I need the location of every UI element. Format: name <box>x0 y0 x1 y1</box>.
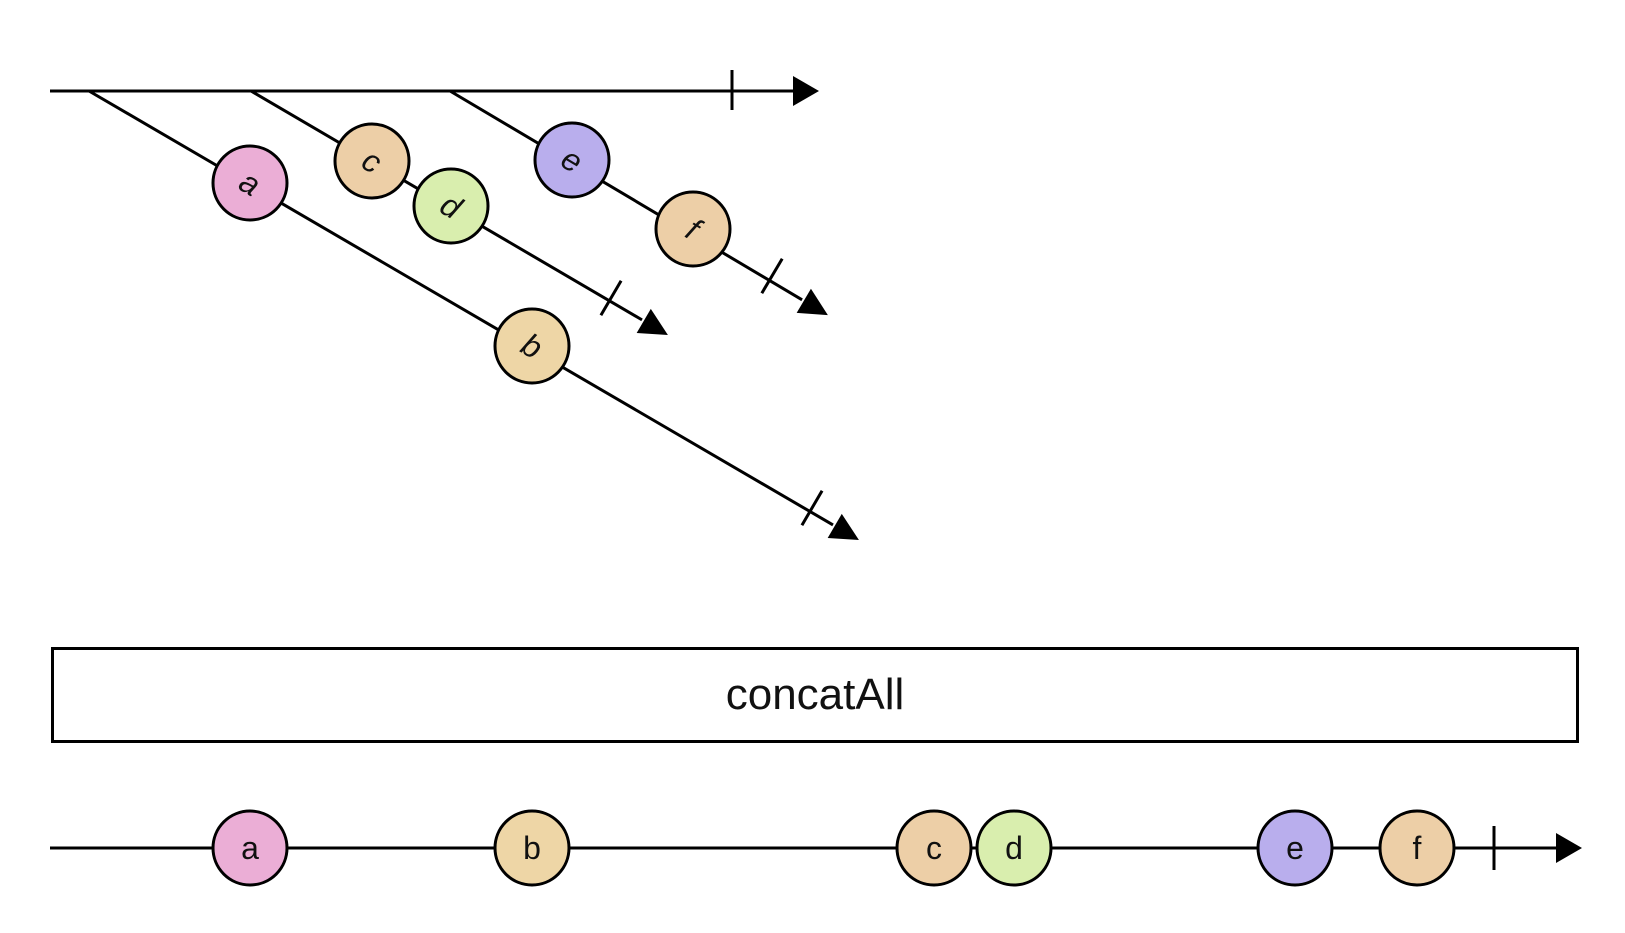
marble-c-circle <box>895 809 973 887</box>
inner-observable-1-complete-tick <box>800 489 824 527</box>
marble-f-label: f <box>1413 830 1422 866</box>
marble-e-output: e <box>1256 809 1334 887</box>
marble-f-output: f <box>1378 809 1456 887</box>
marble-c-label: c <box>926 830 942 866</box>
marble-a-label: a <box>241 830 259 866</box>
marble-c-inner: c <box>333 122 411 200</box>
marble-b-inner: b <box>493 307 571 385</box>
marble-d-circle <box>412 167 490 245</box>
output-arrowhead <box>1556 833 1582 863</box>
inner-observable-3-arrowhead <box>796 288 828 316</box>
inner-observable-3-line <box>449 89 803 302</box>
marble-a-circle <box>211 809 289 887</box>
marble-e-inner: e <box>533 121 611 199</box>
marble-e-circle <box>533 121 611 199</box>
operator-label: concatAll <box>725 670 905 719</box>
marble-c-circle <box>333 122 411 200</box>
marble-b-circle <box>493 809 571 887</box>
marble-a-circle <box>211 144 289 222</box>
inner-observable-1-arrowhead <box>827 513 859 541</box>
marble-a-inner: a <box>211 144 289 222</box>
marble-c-output: c <box>895 809 973 887</box>
operator-box: concatAll <box>51 647 1579 743</box>
inner-observable-2-complete-tick <box>599 279 623 317</box>
inner-observable-2-arrowhead <box>636 308 668 336</box>
marble-f-inner: f <box>654 190 732 268</box>
marble-e-label: e <box>1286 830 1304 866</box>
source-arrowhead <box>793 76 819 106</box>
marble-e-circle <box>1256 809 1334 887</box>
marble-b-output: b <box>493 809 571 887</box>
marble-d-inner: d <box>412 167 490 245</box>
marble-b-label: b <box>523 830 541 866</box>
marble-a-output: a <box>211 809 289 887</box>
marble-d-label: d <box>1005 830 1023 866</box>
marble-f-circle <box>654 190 732 268</box>
marble-f-circle <box>1378 809 1456 887</box>
inner-observable-1-line <box>88 89 834 527</box>
marble-b-circle <box>493 307 571 385</box>
marble-d-output: d <box>975 809 1053 887</box>
inner-observable-3-complete-tick <box>760 258 784 294</box>
marble-d-circle <box>975 809 1053 887</box>
